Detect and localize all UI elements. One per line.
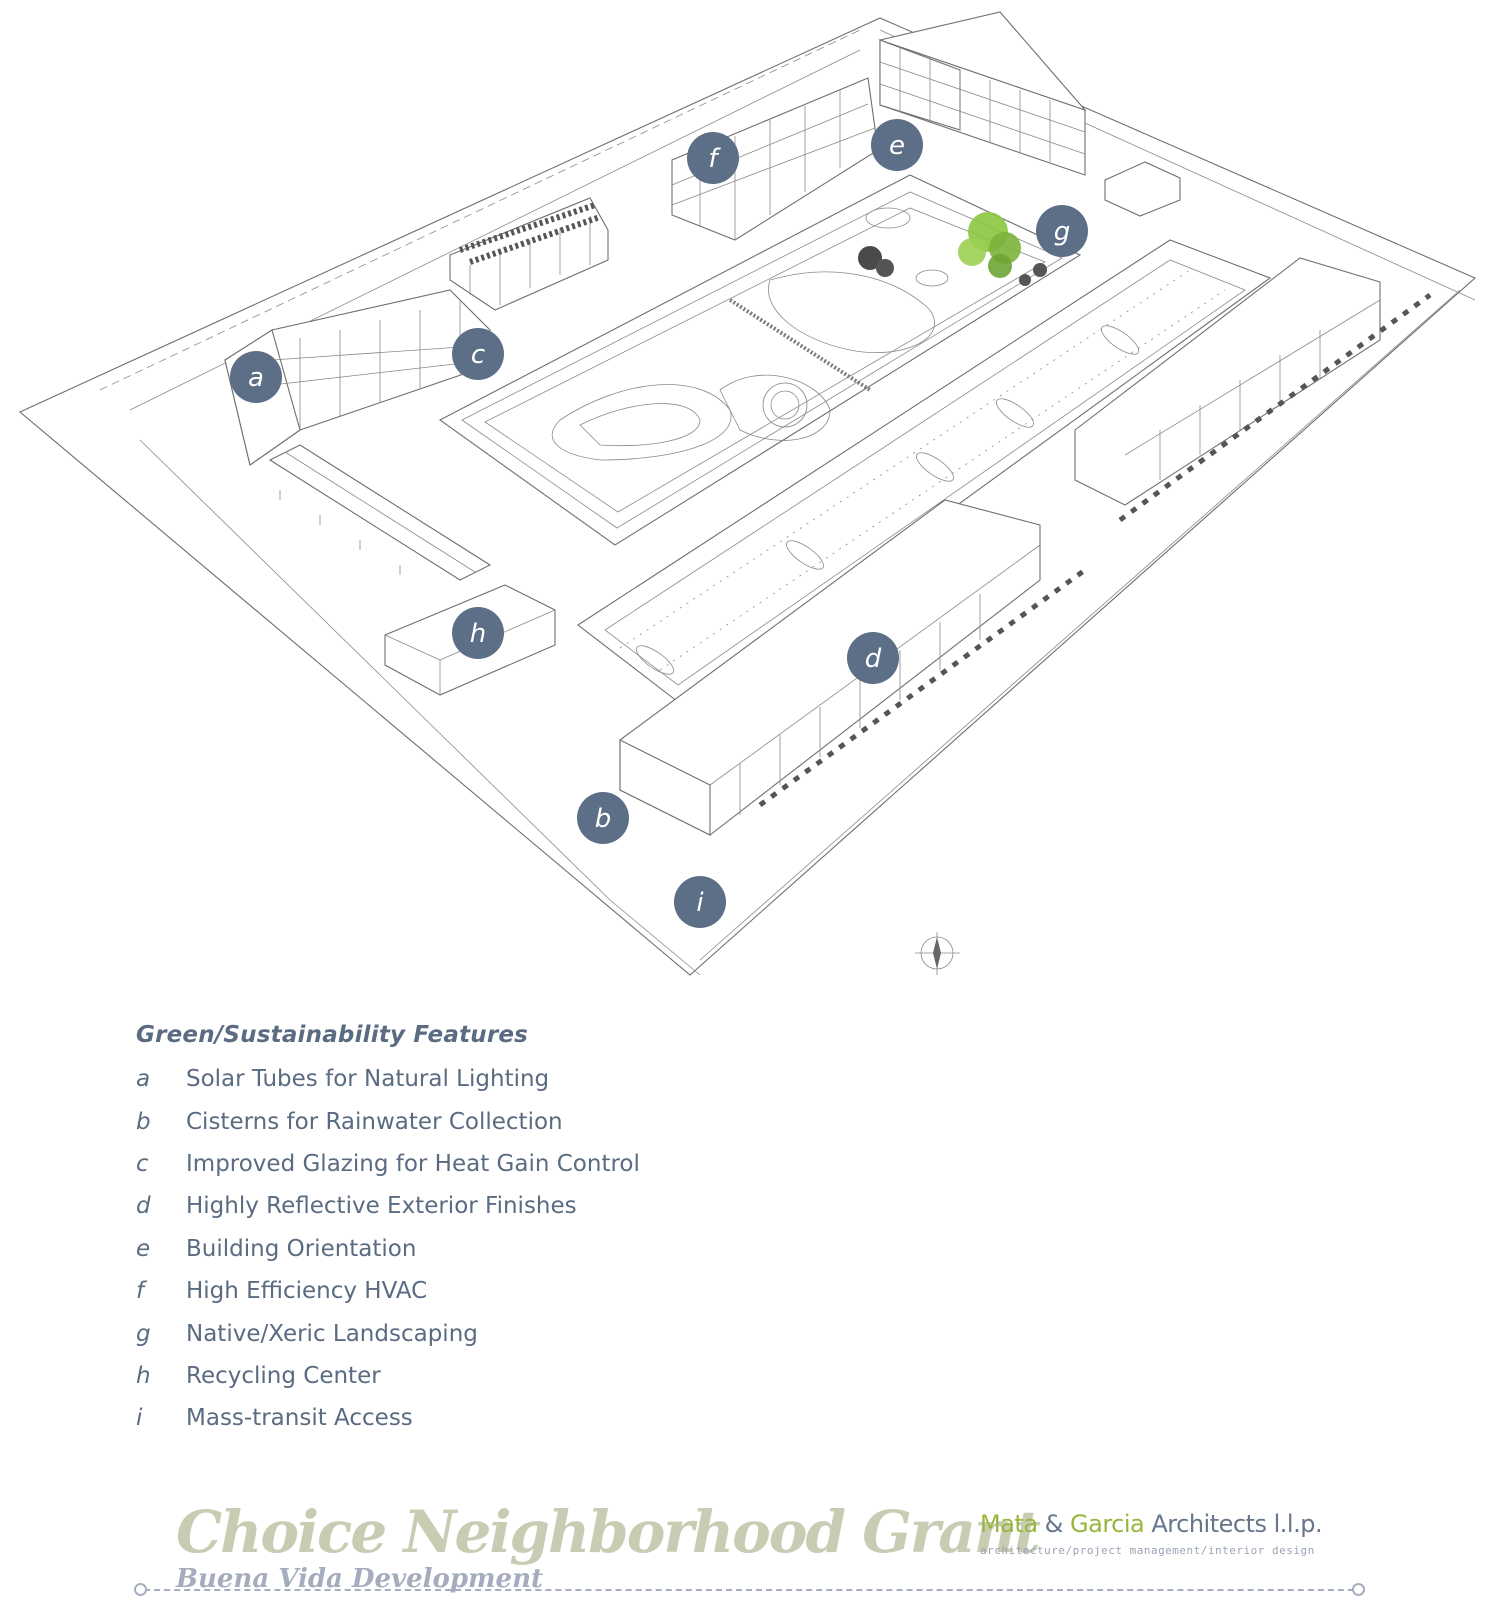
legend-letter: g (136, 1320, 151, 1347)
small-structure-ne (1104, 161, 1181, 217)
divider-end-dot (134, 1583, 147, 1596)
legend-title: Green/Sustainability Features (136, 1022, 529, 1048)
legend-label: Mass-transit Access (186, 1405, 413, 1432)
svg-text:c: c (471, 340, 485, 370)
svg-text:i: i (696, 888, 704, 918)
firm-name-architects: Architects l.l.p. (1151, 1510, 1323, 1538)
legend-item: c Improved Glazing for Heat Gain Control (136, 1143, 836, 1185)
legend-label: Improved Glazing for Heat Gain Control (186, 1150, 640, 1177)
legend-letter: d (136, 1193, 151, 1220)
legend-label: Native/Xeric Landscaping (186, 1320, 478, 1347)
legend-label: Building Orientation (186, 1235, 417, 1262)
svg-text:h: h (470, 619, 486, 649)
legend-label: Highly Reflective Exterior Finishes (186, 1193, 577, 1220)
legend-item: a Solar Tubes for Natural Lighting (136, 1058, 836, 1100)
divider-end-dot (1352, 1583, 1365, 1596)
svg-text:e: e (889, 131, 905, 161)
marker-f[interactable]: f (687, 132, 739, 184)
legend-label: Solar Tubes for Natural Lighting (186, 1066, 550, 1093)
marker-c[interactable]: c (452, 328, 504, 380)
marker-i[interactable]: i (674, 876, 726, 928)
townhomes-solar (449, 197, 609, 311)
retail-building-d (619, 499, 1041, 836)
legend-letter: a (136, 1066, 151, 1093)
legend-letter: c (136, 1150, 149, 1177)
legend-letter: i (136, 1405, 143, 1432)
legend-label: Recycling Center (186, 1362, 381, 1389)
legend-item: h Recycling Center (136, 1355, 836, 1397)
retail-building-east (1074, 257, 1381, 506)
marker-h[interactable]: h (452, 607, 504, 659)
legend-letter: h (136, 1362, 151, 1389)
park-paths (551, 207, 949, 461)
legend-item: g Native/Xeric Landscaping (136, 1312, 836, 1354)
site-boundary (18, 17, 1477, 976)
legend-item: d Highly Reflective Exterior Finishes (136, 1185, 836, 1227)
carport-row (268, 444, 492, 581)
firm-logo: Mata & Garcia Architects l.l.p. (980, 1510, 1323, 1538)
sustainability-legend: Green/Sustainability Features a Solar Tu… (136, 1022, 836, 1440)
legend-item: e Building Orientation (136, 1228, 836, 1270)
svg-text:g: g (1054, 217, 1071, 247)
legend-item: b Cisterns for Rainwater Collection (136, 1100, 836, 1142)
legend-letter: b (136, 1108, 151, 1135)
project-title: Choice Neighborhood Grant (176, 1498, 1041, 1566)
north-arrow-icon (915, 932, 960, 975)
marker-a[interactable]: a (230, 351, 282, 403)
marker-d[interactable]: d (847, 632, 899, 684)
legend-letter: f (136, 1278, 145, 1305)
legend-item: i Mass-transit Access (136, 1397, 836, 1439)
street-trees (758, 292, 1432, 808)
legend-letter: e (136, 1235, 151, 1262)
marker-b[interactable]: b (577, 792, 629, 844)
building-e (878, 11, 1087, 176)
legend-label: Cisterns for Rainwater Collection (186, 1108, 563, 1135)
svg-text:a: a (248, 363, 264, 393)
courtyard-loop-road (438, 174, 1082, 546)
footer-divider (134, 1589, 1364, 1591)
svg-text:d: d (865, 644, 882, 674)
legend-label: High Efficiency HVAC (186, 1278, 428, 1305)
firm-name-mata: Mata (980, 1510, 1038, 1538)
parking-lot (577, 239, 1272, 706)
xeric-landscape (858, 212, 1047, 286)
marker-g[interactable]: g (1036, 205, 1088, 257)
firm-tagline: architecture/project management/interior… (980, 1544, 1315, 1557)
firm-name-garcia: Garcia (1070, 1510, 1145, 1538)
site-plan-drawing: a b c d e f g h i (18, 11, 1477, 976)
marker-e[interactable]: e (871, 119, 923, 171)
firm-name-amp: & (1044, 1510, 1064, 1538)
svg-text:b: b (595, 804, 612, 834)
legend-item: f High Efficiency HVAC (136, 1270, 836, 1312)
